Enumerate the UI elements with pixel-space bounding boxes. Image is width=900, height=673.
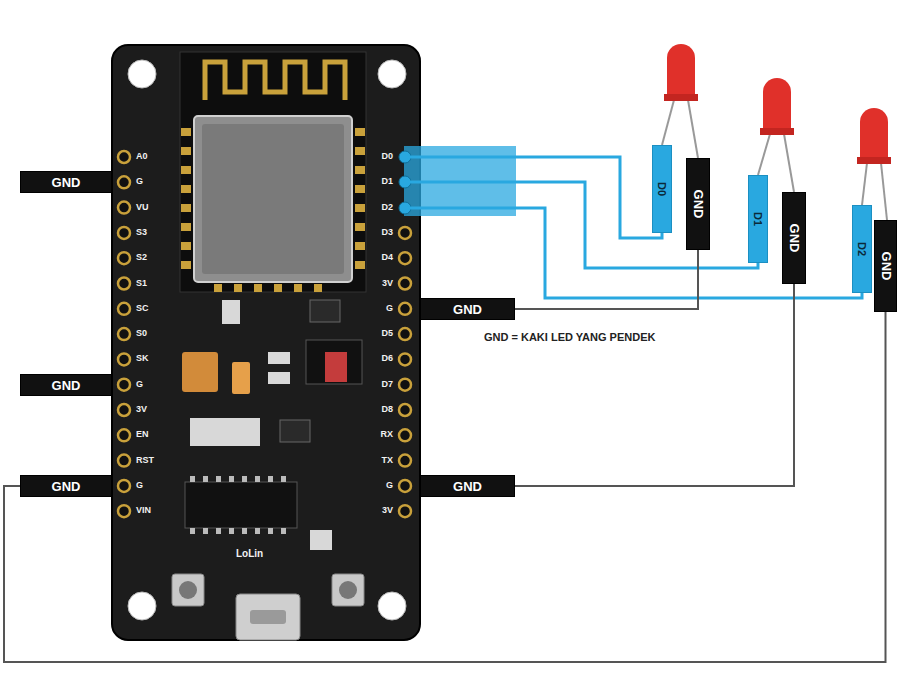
tag-text: GND: [878, 252, 893, 281]
tag-text: GND: [52, 378, 81, 393]
pin-label: S0: [136, 328, 147, 339]
pin-label: S3: [136, 227, 147, 238]
tag-text: GND: [52, 479, 81, 494]
mount-hole: [128, 592, 156, 620]
smd-part: [268, 372, 290, 384]
pin-label: S2: [136, 252, 147, 263]
pin-label: SK: [136, 353, 149, 364]
tag-text: GND: [691, 190, 706, 219]
tantalum-cap: [232, 362, 250, 394]
push-button-cap: [339, 581, 357, 599]
pin-tag: D1: [748, 175, 768, 263]
pin-label: 3V: [382, 505, 393, 516]
pin-label: G: [136, 176, 143, 187]
pin-label: D1: [381, 176, 393, 187]
pin-label: G: [386, 480, 393, 491]
pin-label: D0: [381, 151, 393, 162]
tantalum-cap: [182, 352, 218, 392]
mount-hole: [378, 592, 406, 620]
pin-label: A0: [136, 151, 148, 162]
tag-text: D1: [752, 212, 764, 226]
pin-label: D4: [381, 252, 393, 263]
usb-connector: [236, 594, 300, 640]
antenna-trace: [205, 62, 345, 100]
pin-label: VIN: [136, 505, 151, 516]
mount-hole: [128, 60, 156, 88]
ground-wire: [515, 250, 698, 309]
gnd-tag: GND: [20, 171, 112, 193]
esp-module: [180, 52, 366, 292]
push-button-cap: [179, 581, 197, 599]
pin-label: EN: [136, 429, 149, 440]
regulator: [306, 340, 362, 384]
usb-port: [250, 610, 286, 624]
gnd-tag: GND: [420, 475, 515, 497]
note: GND = KAKI LED YANG PENDEK: [484, 331, 655, 343]
pin-label: D7: [381, 379, 393, 390]
ground-wire: [515, 284, 794, 486]
gnd-tag: GND: [782, 192, 806, 284]
led: [857, 108, 891, 220]
smd-part: [268, 352, 290, 364]
pin-label: SC: [136, 303, 149, 314]
smd-part: [280, 420, 310, 442]
tag-text: GND: [453, 302, 482, 317]
pin-label: G: [136, 379, 143, 390]
chip-legs: [190, 476, 286, 534]
tag-text: D0: [656, 182, 668, 196]
gnd-tag: GND: [686, 158, 710, 250]
board-brand: LoLin: [236, 548, 263, 559]
push-button: [172, 574, 204, 606]
rf-shield: [194, 116, 352, 282]
tag-text: GND: [787, 224, 802, 253]
pin-label: VU: [136, 202, 149, 213]
board-pcb: [112, 45, 420, 640]
smd-part: [190, 418, 260, 446]
usb-serial-chip: [185, 482, 297, 528]
tag-text: GND: [453, 479, 482, 494]
module-pads: [181, 128, 365, 292]
push-button: [332, 574, 364, 606]
pin-label: RX: [380, 429, 393, 440]
pin-label: D3: [381, 227, 393, 238]
led-smd: [325, 352, 347, 382]
led: [662, 44, 698, 158]
pin-holes: [118, 151, 411, 517]
ground-wire: [4, 312, 886, 662]
gnd-tag: GND: [420, 298, 515, 320]
pin-label: TX: [381, 455, 393, 466]
smd-part: [222, 300, 240, 324]
gnd-tag: GND: [20, 374, 112, 396]
pin-label: D6: [381, 353, 393, 364]
pin-tag: D2: [852, 205, 872, 293]
pin-label: D5: [381, 328, 393, 339]
pin-label: RST: [136, 455, 154, 466]
pin-label: G: [386, 303, 393, 314]
pin-label: G: [136, 480, 143, 491]
pin-label: 3V: [136, 404, 147, 415]
smd-part: [310, 300, 340, 322]
rf-shield-top: [202, 124, 344, 274]
gnd-tag: GND: [20, 475, 112, 497]
pin-tag: D0: [652, 145, 672, 233]
gnd-tag: GND: [874, 220, 897, 312]
smd-part: [310, 530, 332, 550]
pin-label: S1: [136, 278, 147, 289]
tag-text: GND: [52, 175, 81, 190]
pin-label: D8: [381, 404, 393, 415]
pin-label: D2: [381, 202, 393, 213]
signal-wire: [405, 157, 662, 238]
pin-label: 3V: [382, 278, 393, 289]
tag-text: D2: [856, 242, 868, 256]
mount-hole: [378, 60, 406, 88]
